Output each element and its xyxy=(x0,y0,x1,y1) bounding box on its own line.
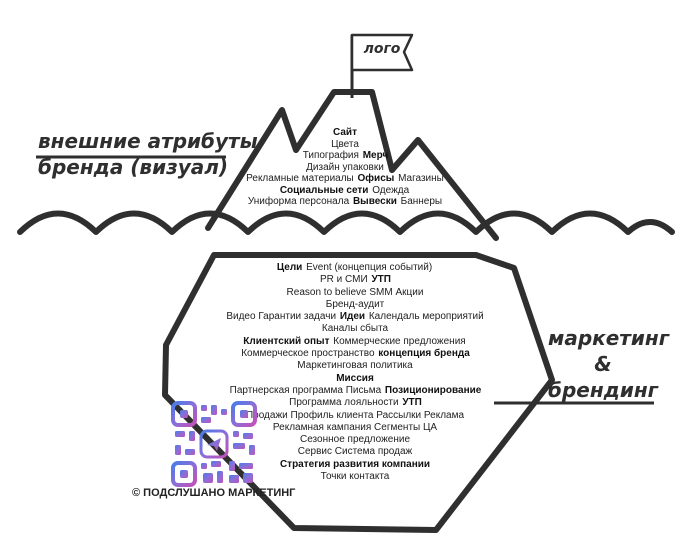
visual-attribute-line: Рекламные материалы Офисы Магазины xyxy=(230,173,460,185)
marketing-item-term: Коммерческие предложения xyxy=(333,335,466,347)
branding-line: брендинг xyxy=(548,378,659,402)
visual-attribute-key-term: Сайт xyxy=(333,127,357,138)
marketing-item-line: Миссия xyxy=(215,373,495,385)
marketing-item-line: Рекламная кампания Сегменты ЦА xyxy=(215,422,495,434)
water-waves xyxy=(17,210,675,235)
visual-attribute-line: Цвета xyxy=(230,139,460,151)
marketing-item-key-term: УТП xyxy=(371,274,391,286)
marketing-item-line: PR и СМИ УТП xyxy=(215,274,495,286)
visual-attribute-line: Сайт xyxy=(230,127,460,139)
marketing-item-term: Рекламная кампания Сегменты ЦА xyxy=(272,421,438,433)
marketing-item-term: Коммерческое пространство xyxy=(241,348,375,360)
visual-attribute-line: Униформа персонала Вывески Баннеры xyxy=(230,196,460,208)
visual-attribute-term: Одежда xyxy=(372,184,410,196)
marketing-item-line: Партнерская программа Письма Позициониро… xyxy=(215,385,495,397)
visual-attribute-key-term: Офисы xyxy=(357,173,395,184)
visual-attribute-term: Магазины xyxy=(398,173,444,184)
marketing-items-list: Цели Event (концепция событий)PR и СМИ У… xyxy=(215,262,495,483)
marketing-item-line: Цели Event (концепция событий) xyxy=(215,262,495,274)
marketing-item-line: Продажи Профиль клиента Рассылки Реклама xyxy=(215,410,495,422)
marketing-item-key-term: концепция бренда xyxy=(378,348,470,360)
marketing-item-line: Маркетинговая политика xyxy=(215,360,495,372)
marketing-item-line: Программа лояльности УТП xyxy=(215,397,495,409)
marketing-branding-label: маркетинг & брендинг xyxy=(548,325,670,403)
marketing-item-term: Точки контакта xyxy=(320,471,390,483)
marketing-line: маркетинг xyxy=(548,326,670,350)
qr-code-image xyxy=(171,401,257,487)
marketing-item-key-term: Клиентский опыт xyxy=(243,335,330,347)
visual-attribute-line: Типография Мерч xyxy=(230,150,460,162)
visual-attribute-term: Дизайн упаковки xyxy=(306,161,384,173)
visual-attribute-key-term: Социальные сети xyxy=(279,184,369,196)
iceberg-bottom-outline xyxy=(162,252,555,533)
marketing-item-term: Маркетинговая политика xyxy=(297,360,413,372)
visual-attribute-term: Баннеры xyxy=(400,196,443,207)
external-attributes-line-1: внешние атрибуты xyxy=(38,129,258,153)
marketing-item-key-term: Миссия xyxy=(336,372,374,384)
marketing-item-term: Event (концепция событий) xyxy=(306,262,433,273)
marketing-item-term: Видео Гарантии задачи xyxy=(226,311,337,323)
visual-attribute-term: Типография xyxy=(302,150,359,161)
marketing-item-line: Коммерческое пространство концепция брен… xyxy=(215,348,495,360)
visual-attribute-key-term: Мерч xyxy=(362,150,389,161)
marketing-item-term: Сезонное предложение xyxy=(299,434,410,446)
visual-attribute-term: Униформа персонала xyxy=(247,196,350,207)
marketing-item-key-term: Позиционирование xyxy=(384,384,482,396)
marketing-item-key-term: УТП xyxy=(402,397,422,409)
marketing-item-line: Точки контакта xyxy=(215,471,495,483)
marketing-item-line: Видео Гарантии задачи Идеи Календаль мер… xyxy=(215,311,495,323)
marketing-item-line: Reason to believe SMM Акции xyxy=(215,287,495,299)
marketing-item-line: Каналы сбыта xyxy=(215,323,495,335)
marketing-item-term: PR и СМИ xyxy=(320,274,368,286)
marketing-item-term: Каналы сбыта xyxy=(321,323,389,335)
marketing-item-line: Стратегия развития компании xyxy=(215,459,495,471)
ampersand-line: & xyxy=(594,352,612,376)
marketing-item-line: Сервис Система продаж xyxy=(215,446,495,458)
marketing-item-key-term: Стратегия развития компании xyxy=(279,458,431,470)
external-attributes-line-2: бренда (визуал) xyxy=(38,155,229,179)
marketing-item-line: Сезонное предложение xyxy=(215,434,495,446)
visual-attribute-key-term: Вывески xyxy=(352,196,397,207)
flag-shape xyxy=(350,33,414,72)
visual-attribute-term: Рекламные материалы xyxy=(246,173,354,184)
marketing-item-line: Клиентский опыт Коммерческие предложения xyxy=(215,336,495,348)
marketing-item-term: Бренд-аудит xyxy=(325,298,385,310)
marketing-item-term: Программа лояльности xyxy=(289,397,399,409)
visual-attribute-line: Социальные сети Одежда xyxy=(230,185,460,197)
external-attributes-label: внешние атрибуты бренда (визуал) xyxy=(38,128,258,180)
marketing-item-key-term: Идеи xyxy=(339,311,366,323)
marketing-item-term: Reason to believe SMM Акции xyxy=(286,286,424,298)
visual-attribute-term: Цвета xyxy=(331,138,359,150)
marketing-item-term: Сервис Система продаж xyxy=(297,446,413,458)
copyright-text: © ПОДСЛУШАНО МАРКЕТИНГ xyxy=(132,487,296,499)
marketing-item-key-term: Цели xyxy=(276,262,303,273)
iceberg-top-outline xyxy=(205,89,499,241)
marketing-item-line: Бренд-аудит xyxy=(215,299,495,311)
marketing-item-term: Продажи Профиль клиента Рассылки Реклама xyxy=(245,409,465,421)
marketing-item-term: Партнерская программа Письма xyxy=(229,384,382,396)
visual-attribute-line: Дизайн упаковки xyxy=(230,162,460,174)
marketing-item-term: Календаль мероприятий xyxy=(368,311,484,323)
flag-logo-text: лого xyxy=(363,41,401,57)
